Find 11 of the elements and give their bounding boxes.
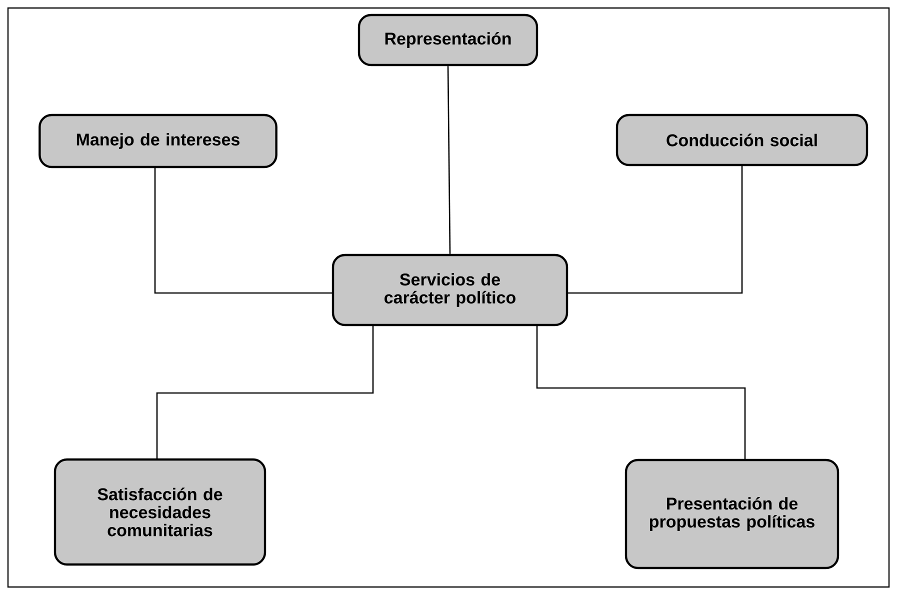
- rounded-box: Satisfacción de necesidades comunitarias: [54, 458, 266, 566]
- connector-line: [156, 325, 374, 460]
- connector-line: [447, 66, 451, 254]
- connector-line: [567, 165, 743, 294]
- rounded-box: Servicios de carácter político: [332, 254, 568, 326]
- connector-line: [536, 325, 746, 460]
- rounded-box: Representación: [358, 14, 538, 66]
- rounded-box: Manejo de intereses: [38, 114, 278, 168]
- rounded-box: Conducción social: [616, 114, 868, 166]
- rounded-box: Presentación de propuestas políticas: [624, 458, 840, 570]
- connector-line: [154, 167, 333, 294]
